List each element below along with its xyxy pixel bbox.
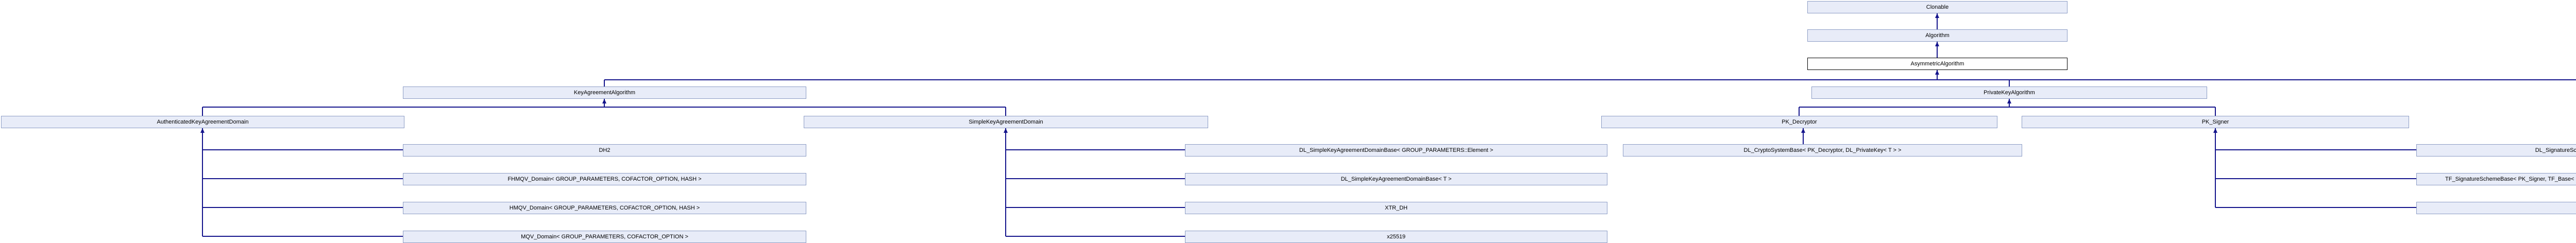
arrow-up-icon [1801, 128, 1805, 133]
class-node-dl-crypto-system-base-decryptor[interactable]: DL_CryptoSystemBase< PK_Decryptor, DL_Pr… [1623, 144, 2022, 157]
edge-simplekeyagreementdomain-children [1005, 128, 1185, 237]
arrow-up-icon [1935, 42, 1939, 46]
class-node-clonable[interactable]: Clonable [1807, 1, 2067, 13]
class-node-mqv-domain[interactable]: MQV_Domain< GROUP_PARAMETERS, COFACTOR_O… [403, 231, 806, 243]
arrow-up-icon [1004, 128, 1008, 133]
arrow-up-icon [2007, 99, 2011, 103]
edge-authenticatedkeyagreementdomain-children [202, 128, 403, 237]
class-node-tf-signature-scheme-base-signer[interactable]: TF_SignatureSchemeBase< PK_Signer, TF_Ba… [2416, 173, 2576, 185]
arrow-up-icon [2213, 128, 2217, 133]
class-node-authenticated-key-agreement-domain[interactable]: AuthenticatedKeyAgreementDomain [1, 116, 404, 128]
edge-privatekeyalgorithm-children [1799, 99, 2216, 116]
class-node-fhmqv-domain[interactable]: FHMQV_Domain< GROUP_PARAMETERS, COFACTOR… [403, 173, 806, 185]
edge-asymmetricalgorithm-children [604, 70, 2576, 86]
class-node-x25519[interactable]: x25519 [1185, 231, 1607, 243]
class-node-algorithm[interactable]: Algorithm [1807, 29, 2067, 42]
class-node-ed25519-signer[interactable]: ed25519Signer [2416, 202, 2576, 214]
arrow-up-icon [1935, 13, 1939, 18]
class-node-dl-simple-key-agreement-domain-base-element[interactable]: DL_SimpleKeyAgreementDomainBase< GROUP_P… [1185, 144, 1607, 157]
class-node-asymmetric-algorithm: AsymmetricAlgorithm [1807, 58, 2067, 70]
class-node-dh2[interactable]: DH2 [403, 144, 806, 157]
class-node-pk-decryptor[interactable]: PK_Decryptor [1601, 116, 1997, 128]
class-node-simple-key-agreement-domain[interactable]: SimpleKeyAgreementDomain [804, 116, 1208, 128]
class-node-dl-signature-scheme-base-signer[interactable]: DL_SignatureSchemeBase< PK_Signer, DL_Pr… [2416, 144, 2576, 157]
class-node-dl-simple-key-agreement-domain-base-t[interactable]: DL_SimpleKeyAgreementDomainBase< T > [1185, 173, 1607, 185]
class-node-private-key-algorithm[interactable]: PrivateKeyAlgorithm [1811, 86, 2207, 99]
class-node-key-agreement-algorithm[interactable]: KeyAgreementAlgorithm [403, 86, 806, 99]
class-node-xtr-dh[interactable]: XTR_DH [1185, 202, 1607, 214]
class-node-pk-signer[interactable]: PK_Signer [2022, 116, 2409, 128]
class-node-hmqv-domain[interactable]: HMQV_Domain< GROUP_PARAMETERS, COFACTOR_… [403, 202, 806, 214]
arrow-up-icon [200, 128, 205, 133]
edge-pksigner-children [2215, 128, 2416, 208]
arrow-up-icon [602, 99, 606, 103]
arrow-up-icon [1935, 70, 1939, 75]
